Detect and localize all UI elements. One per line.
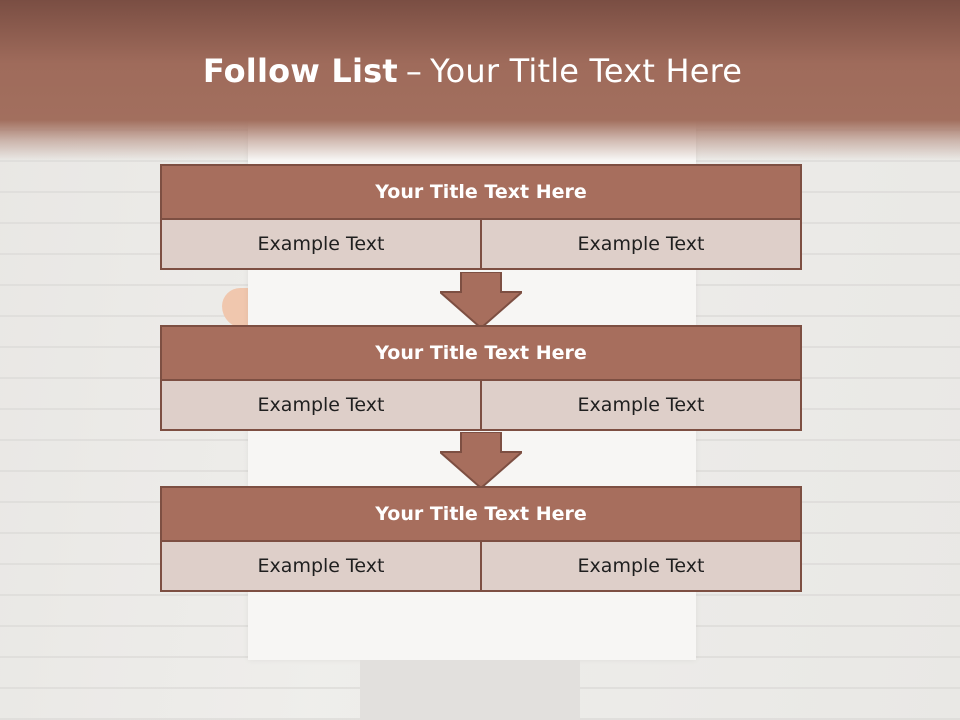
step-block-1: Your Title Text Here Example Text Exampl…: [160, 164, 802, 270]
step-block-3: Your Title Text Here Example Text Exampl…: [160, 486, 802, 592]
block-cell-left: Example Text: [160, 381, 480, 431]
block-cell-right: Example Text: [480, 542, 802, 592]
down-arrow-icon: [440, 432, 522, 488]
slide-title-separator: –: [405, 52, 423, 90]
block-cell-right: Example Text: [480, 220, 802, 270]
person-image: [360, 660, 580, 720]
block-row: Example Text Example Text: [160, 220, 802, 270]
block-cell-left: Example Text: [160, 220, 480, 270]
slide-title-bold: Follow List: [202, 52, 398, 90]
header-band: [0, 0, 960, 160]
block-row: Example Text Example Text: [160, 542, 802, 592]
down-arrow-icon: [440, 272, 522, 328]
block-row: Example Text Example Text: [160, 381, 802, 431]
slide-title-rest: Your Title Text Here: [430, 52, 743, 90]
slide-title: Follow List–Your Title Text Here: [0, 52, 945, 90]
block-title: Your Title Text Here: [160, 164, 802, 220]
block-title: Your Title Text Here: [160, 325, 802, 381]
block-title: Your Title Text Here: [160, 486, 802, 542]
step-block-2: Your Title Text Here Example Text Exampl…: [160, 325, 802, 431]
block-cell-right: Example Text: [480, 381, 802, 431]
block-cell-left: Example Text: [160, 542, 480, 592]
